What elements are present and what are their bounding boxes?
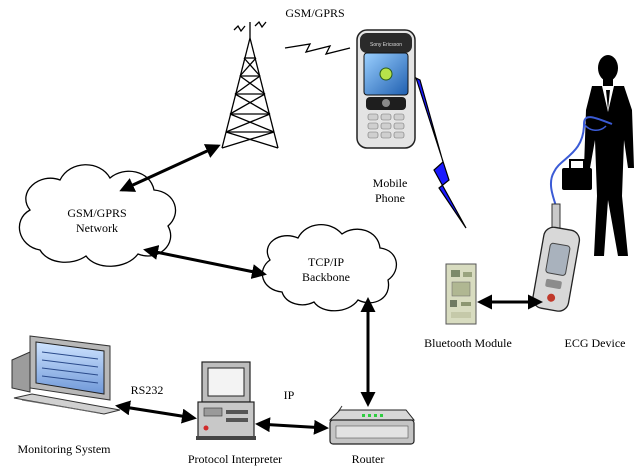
gsm-gprs-link-label: GSM/GPRS bbox=[285, 6, 345, 20]
ecg-cable bbox=[549, 116, 613, 207]
protocol-interpreter-icon bbox=[196, 361, 256, 440]
ecg-device-icon bbox=[532, 203, 581, 312]
patient-silhouette-icon bbox=[562, 55, 634, 256]
arrow-gsm-network-tcpip bbox=[143, 245, 267, 279]
mobile-phone-label-line1: Mobile bbox=[372, 176, 408, 190]
mobile-phone-label: Mobile Phone bbox=[360, 176, 420, 206]
mobile-phone-icon bbox=[356, 29, 416, 149]
router-icon bbox=[328, 405, 416, 445]
router-label: Router bbox=[351, 452, 385, 466]
monitoring-system-icon bbox=[11, 335, 121, 415]
rs232-label: RS232 bbox=[130, 383, 164, 397]
gsm-network-label-line1: GSM/GPRS bbox=[67, 206, 127, 220]
ecg-device-label: ECG Device bbox=[564, 336, 626, 350]
arrow-monitoring-interpreter bbox=[115, 400, 197, 424]
gsm-network-label-line2: Network bbox=[76, 221, 118, 235]
ip-label: IP bbox=[283, 388, 295, 402]
mobile-phone-label-line2: Phone bbox=[375, 191, 405, 205]
antenna-tower-icon bbox=[221, 20, 279, 149]
bluetooth-module-label: Bluetooth Module bbox=[424, 336, 512, 350]
bluetooth-module-icon bbox=[445, 263, 477, 325]
gsm-network-label: GSM/GPRS Network bbox=[52, 206, 142, 236]
protocol-interpreter-label: Protocol Interpreter bbox=[187, 452, 283, 466]
tcpip-backbone-label-line2: Backbone bbox=[302, 270, 350, 284]
monitoring-system-label: Monitoring System bbox=[17, 442, 111, 456]
connection-arrows bbox=[115, 144, 543, 435]
bluetooth-link-bolt bbox=[414, 76, 467, 229]
tcpip-backbone-cloud bbox=[261, 224, 398, 312]
tcpip-backbone-label-line1: TCP/IP bbox=[307, 255, 344, 269]
arrow-tower-gsm-network bbox=[119, 144, 221, 192]
tcpip-backbone-label: TCP/IP Backbone bbox=[286, 255, 366, 285]
gsm-wireless-zigzag bbox=[284, 43, 351, 55]
arrow-interpreter-router bbox=[255, 417, 329, 435]
phone-brand-text: Sony Ericsson bbox=[370, 42, 402, 48]
